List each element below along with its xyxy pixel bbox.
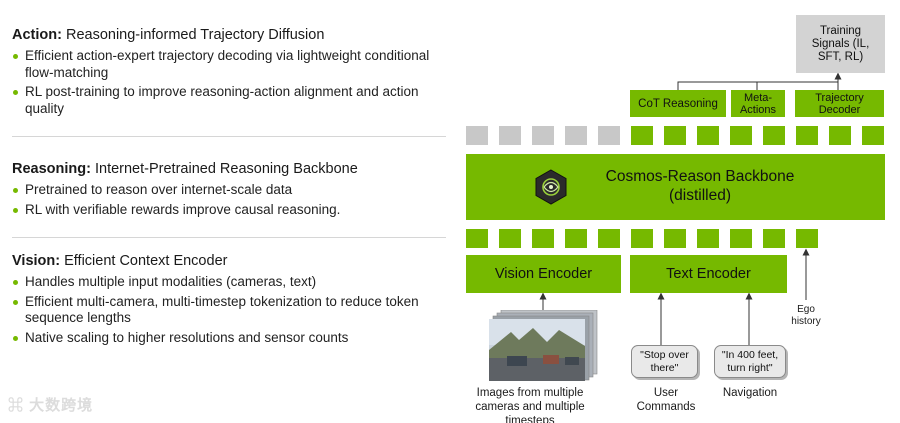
action-title: Action: Reasoning-informed Trajectory Di… — [12, 27, 325, 43]
input-token — [697, 229, 719, 248]
text-encoder-box: Text Encoder — [630, 255, 787, 293]
user-command-prompt: "Stop over there" — [631, 345, 698, 378]
vision-bullet-1: Handles multiple input modalities (camer… — [12, 274, 442, 291]
input-token — [730, 229, 752, 248]
input-token — [532, 229, 554, 248]
action-section: Action: Reasoning-informed Trajectory Di… — [12, 26, 442, 120]
vision-encoder-label: Vision Encoder — [494, 266, 593, 282]
navigation-text: "In 400 feet, turn right" — [721, 348, 779, 374]
training-signals-box: Training Signals (IL, SFT, RL) — [796, 15, 885, 73]
vision-encoder-box: Vision Encoder — [466, 255, 621, 293]
output-token — [598, 126, 620, 145]
output-token — [631, 126, 653, 145]
user-commands-caption: User Commands — [636, 387, 696, 413]
input-token — [466, 229, 488, 248]
output-token — [532, 126, 554, 145]
output-token — [466, 126, 488, 145]
input-token — [796, 229, 818, 248]
meta-actions-label: Meta-Actions — [739, 91, 777, 116]
input-token — [631, 229, 653, 248]
output-token — [499, 126, 521, 145]
vision-section: Vision: Efficient Context Encoder Handle… — [12, 252, 442, 349]
output-token — [862, 126, 884, 145]
output-token — [565, 126, 587, 145]
backbone-title: Cosmos-Reason Backbone — [605, 168, 795, 185]
ego-history-label: Ego history — [791, 304, 821, 327]
cot-reasoning-box: CoT Reasoning — [630, 90, 726, 117]
cosmos-logo-icon — [533, 169, 569, 205]
reasoning-bullet-1: Pretrained to reason over internet-scale… — [12, 182, 442, 199]
vision-bullets: Handles multiple input modalities (camer… — [12, 274, 442, 346]
reasoning-title: Reasoning: Internet-Pretrained Reasoning… — [12, 161, 358, 177]
output-token — [697, 126, 719, 145]
output-token — [664, 126, 686, 145]
images-caption: Images from multiple cameras and multipl… — [475, 387, 585, 423]
trajectory-decoder-box: Trajectory Decoder — [795, 90, 884, 117]
navigation-caption: Navigation — [722, 387, 778, 399]
action-bullet-1: Efficient action-expert trajectory decod… — [12, 48, 442, 81]
input-token — [565, 229, 587, 248]
watermark-logo: ⌘ 大数跨境 — [8, 397, 94, 414]
input-token — [664, 229, 686, 248]
cosmos-backbone-box: Cosmos-Reason Backbone (distilled) — [466, 154, 885, 220]
trajectory-decoder-label: Trajectory Decoder — [815, 91, 864, 116]
cot-reasoning-label: CoT Reasoning — [638, 97, 718, 110]
vision-bullet-3: Native scaling to higher resolutions and… — [12, 330, 442, 347]
action-bullets: Efficient action-expert trajectory decod… — [12, 48, 442, 117]
user-command-text: "Stop over there" — [640, 348, 689, 374]
reasoning-bullets: Pretrained to reason over internet-scale… — [12, 182, 442, 218]
output-token — [796, 126, 818, 145]
output-token — [730, 126, 752, 145]
reasoning-bullet-2: RL with verifiable rewards improve causa… — [12, 202, 442, 219]
divider-2 — [12, 237, 446, 238]
camera-images-stack — [489, 309, 599, 382]
output-token — [763, 126, 785, 145]
meta-actions-box: Meta-Actions — [731, 90, 785, 117]
vision-title: Vision: Efficient Context Encoder — [12, 253, 228, 269]
divider-1 — [12, 136, 446, 137]
training-signals-label: Training Signals (IL, SFT, RL) — [811, 24, 870, 63]
backbone-subtitle: (distilled) — [668, 187, 731, 204]
vision-bullet-2: Efficient multi-camera, multi-timestep t… — [12, 294, 442, 327]
navigation-prompt: "In 400 feet, turn right" — [714, 345, 786, 378]
input-token — [763, 229, 785, 248]
text-encoder-label: Text Encoder — [666, 266, 751, 282]
output-token — [829, 126, 851, 145]
input-token — [499, 229, 521, 248]
input-token — [598, 229, 620, 248]
reasoning-section: Reasoning: Internet-Pretrained Reasoning… — [12, 160, 442, 221]
action-bullet-2: RL post-training to improve reasoning-ac… — [12, 84, 442, 117]
